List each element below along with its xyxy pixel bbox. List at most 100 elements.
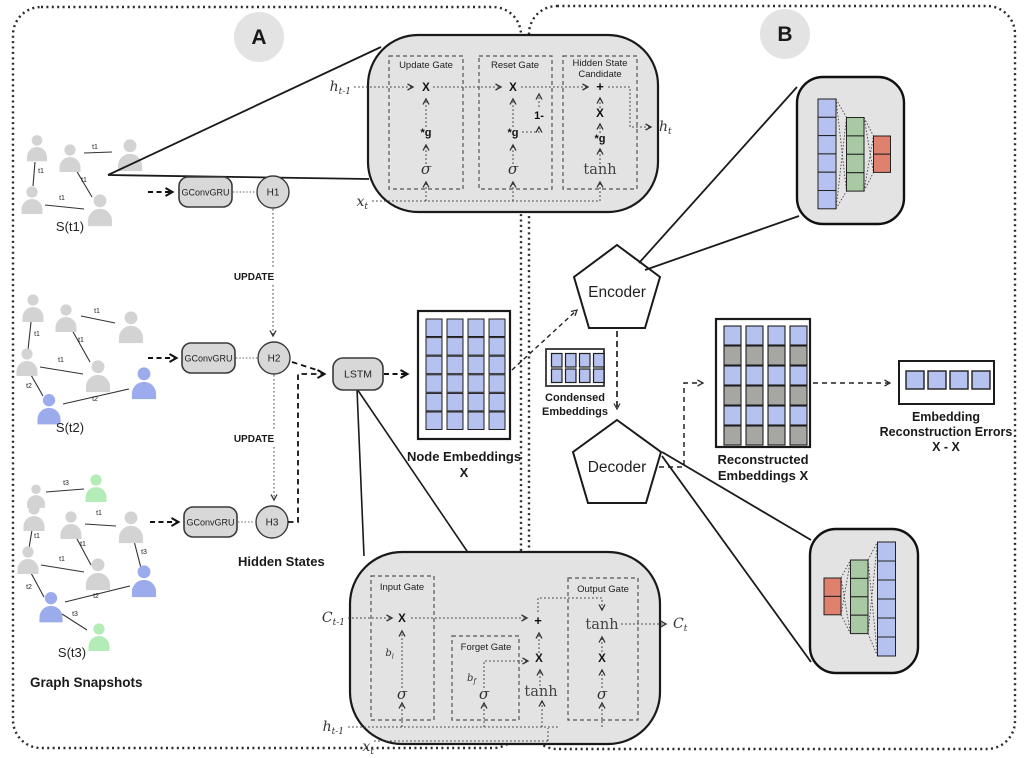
gru-g1-x: X — [422, 82, 430, 94]
nn-cell-blue — [877, 636, 896, 657]
lstm-c-prev-label: Ct-1 — [322, 610, 345, 628]
embedding-cell — [767, 425, 786, 446]
encoder-label: Encoder — [588, 284, 646, 301]
reset-gate-box — [478, 55, 553, 190]
nn-cell-blue — [877, 598, 896, 619]
output-gate-box — [567, 577, 639, 721]
embedding-cell — [723, 425, 742, 446]
gru-g2-x: X — [509, 82, 517, 94]
update-gate-title: Update Gate — [399, 60, 453, 71]
gconvgru-label-1: GConvGRU — [181, 188, 229, 198]
embedding-cell — [488, 355, 506, 375]
embedding-cell — [564, 368, 577, 384]
gru-g3-tanh: tanh — [583, 162, 616, 178]
update-label-1: UPDATE — [234, 272, 275, 283]
edge-label: t1 — [94, 308, 100, 315]
graph-edge — [44, 204, 85, 210]
gru-g2-one-minus: 1- — [534, 110, 544, 122]
nn-connection — [867, 541, 878, 561]
nn-cell-blue — [877, 541, 896, 562]
nn-cell-green — [846, 135, 865, 155]
embedding-cell — [767, 405, 786, 426]
nn-connection — [867, 633, 878, 657]
zoom-line — [356, 388, 470, 555]
gconvgru-label-3: GConvGRU — [186, 518, 234, 528]
gconvgru-box-2 — [181, 342, 236, 374]
h3-to-lstm-link — [288, 369, 327, 523]
gconvgru-row-2: GConvGRU H2 — [148, 341, 291, 375]
graph-edge — [45, 488, 85, 493]
embedding-cell — [723, 325, 742, 346]
node-embeddings-title: Node Embeddings — [407, 449, 521, 464]
nn-cell-blue — [877, 579, 896, 600]
gru-g3-plus: + — [596, 79, 604, 94]
edge-label: t3 — [63, 480, 69, 487]
h2-label: H2 — [268, 354, 281, 365]
errors-label-3: X - X — [932, 440, 960, 454]
graph-edge — [28, 529, 33, 549]
embedding-cell — [467, 374, 485, 393]
edge-label: t1 — [34, 331, 40, 338]
edge-label: t1 — [92, 144, 98, 151]
embedding-cell — [789, 345, 808, 366]
lstm-h-prev-label: ht-1 — [323, 719, 344, 737]
forget-gate-box — [451, 635, 520, 721]
encoder-pentagon — [572, 243, 662, 329]
nn-connection — [835, 117, 847, 209]
gru-output-path — [608, 86, 653, 131]
graph-edge — [61, 613, 88, 631]
panel-a-badge-label: A — [251, 26, 266, 49]
label-backdrop — [233, 269, 275, 283]
hidden-states-label: Hidden States — [238, 554, 325, 569]
nn-cell-blue — [817, 171, 837, 191]
gru-cell-box — [366, 33, 660, 214]
lstm-ig-x: X — [398, 613, 406, 625]
lstm-og-tanh: tanh — [585, 617, 618, 633]
embedding-cell — [488, 337, 506, 356]
gconvgru-box-1 — [178, 176, 233, 208]
nn-connection — [863, 172, 874, 192]
embedding-cell — [745, 365, 764, 386]
embedding-cell — [767, 325, 786, 346]
edge-label: t1 — [80, 541, 86, 548]
nn-cell-blue — [877, 617, 896, 638]
graph-edge — [64, 585, 131, 603]
nn-cell-red — [873, 135, 891, 155]
reconstructed-embeddings-grid — [723, 325, 808, 446]
gconvgru-box-3 — [183, 506, 238, 538]
embedding-cell — [767, 385, 786, 406]
lstm-fg-b: bf — [467, 673, 477, 686]
embedding-cell — [564, 352, 577, 368]
nn-cell-blue — [817, 135, 837, 155]
graph-edge — [75, 536, 92, 566]
graph-edge — [71, 329, 91, 363]
errors-grid — [905, 370, 991, 390]
errors-label-2: Reconstruction Errors — [880, 425, 1013, 439]
h1-label: H1 — [267, 188, 280, 199]
embedding-cell — [927, 370, 947, 390]
node-embeddings-grid — [425, 318, 506, 430]
snapshot-label-3: S(t3) — [58, 645, 86, 660]
gru-cell-detail: Update Gate Reset Gate Hidden State Cand… — [330, 33, 672, 214]
graph-edge — [40, 564, 85, 573]
graph-edge — [83, 151, 113, 154]
nn-cell-blue — [817, 190, 837, 210]
nn-cell-green — [850, 596, 869, 616]
decoder-label: Decoder — [588, 459, 647, 476]
nn-cell-blue — [817, 153, 837, 173]
zoom-line — [107, 46, 382, 176]
embedding-cell — [745, 405, 764, 426]
lstm-mid-x: X — [535, 653, 543, 665]
nn-cell-green — [850, 577, 869, 598]
embedding-cell — [467, 337, 485, 356]
nn-cell-blue — [817, 116, 837, 137]
input-gate-box — [370, 575, 435, 721]
gru-h-out-label: ht — [659, 119, 672, 137]
embedding-cell — [425, 374, 443, 393]
nn-cell-green — [850, 559, 869, 579]
nn-cell-blue — [877, 560, 896, 581]
embedding-cell — [745, 385, 764, 406]
embedding-cell — [446, 318, 464, 337]
zoom-line — [644, 215, 800, 271]
